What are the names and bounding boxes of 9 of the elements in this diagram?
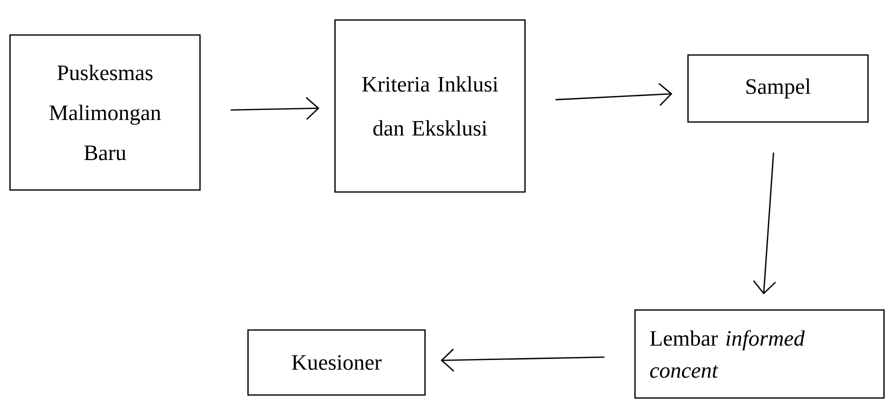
process-box: Puskesmas Malimongan Baru <box>9 34 201 191</box>
process-box: Kuesioner <box>247 329 426 396</box>
arrow <box>753 152 776 294</box>
arrow <box>230 96 320 120</box>
process-box: Sampel <box>687 54 869 123</box>
arrow <box>556 82 672 106</box>
process-box: Kriteria Inklusi dan Eksklusi <box>334 19 526 193</box>
process-box: Lembar informed concent <box>634 309 885 399</box>
arrow <box>440 348 604 372</box>
